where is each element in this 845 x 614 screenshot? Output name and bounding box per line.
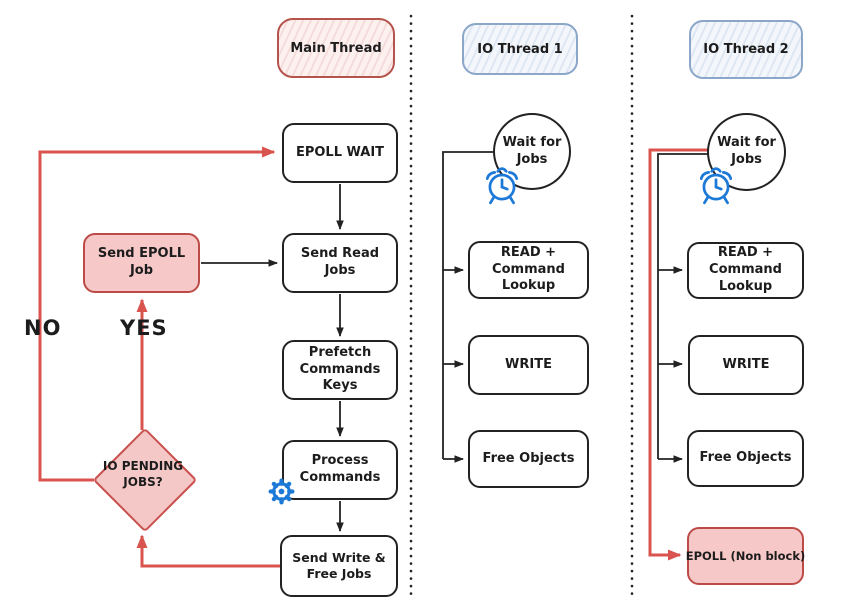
alarm-clock-icon xyxy=(699,167,733,205)
edge-label-yes: YES xyxy=(120,316,168,340)
node-io2-free-objects: Free Objects xyxy=(687,430,804,487)
main-flow-arrows xyxy=(201,184,344,532)
gear-icon xyxy=(268,478,295,505)
edge-label-no: NO xyxy=(24,316,62,340)
node-io2-read-command-lookup: READ + Command Lookup xyxy=(687,242,804,299)
node-io1-free-objects: Free Objects xyxy=(468,430,589,488)
node-send-write-free-jobs: Send Write & Free Jobs xyxy=(280,535,398,597)
red-loop-arrows xyxy=(38,146,708,568)
io-pending-jobs-label: IO PENDING JOBS? xyxy=(102,459,184,490)
node-io1-read-command-lookup: READ + Command Lookup xyxy=(468,241,589,299)
node-epoll-wait: EPOLL WAIT xyxy=(282,123,398,183)
io1-fanout-arrows xyxy=(442,151,493,463)
node-io1-wait-for-jobs: Wait for Jobs xyxy=(493,113,571,190)
node-io2-write: WRITE xyxy=(688,335,804,395)
node-send-epoll-job: Send EPOLL Job xyxy=(83,233,200,293)
node-send-read-jobs: Send Read Jobs xyxy=(282,233,398,293)
io2-fanout-arrows xyxy=(657,153,708,463)
alarm-clock-icon xyxy=(485,167,519,205)
node-io2-epoll-nonblock: EPOLL (Non block) xyxy=(686,527,805,585)
io-thread-2-header: IO Thread 2 xyxy=(689,20,803,79)
node-prefetch-commands-keys: Prefetch Commands Keys xyxy=(282,340,398,400)
node-process-commands: Process Commands xyxy=(282,440,398,500)
node-io1-write: WRITE xyxy=(468,335,589,395)
main-thread-header: Main Thread xyxy=(277,18,395,78)
io-thread-1-header: IO Thread 1 xyxy=(462,23,578,75)
